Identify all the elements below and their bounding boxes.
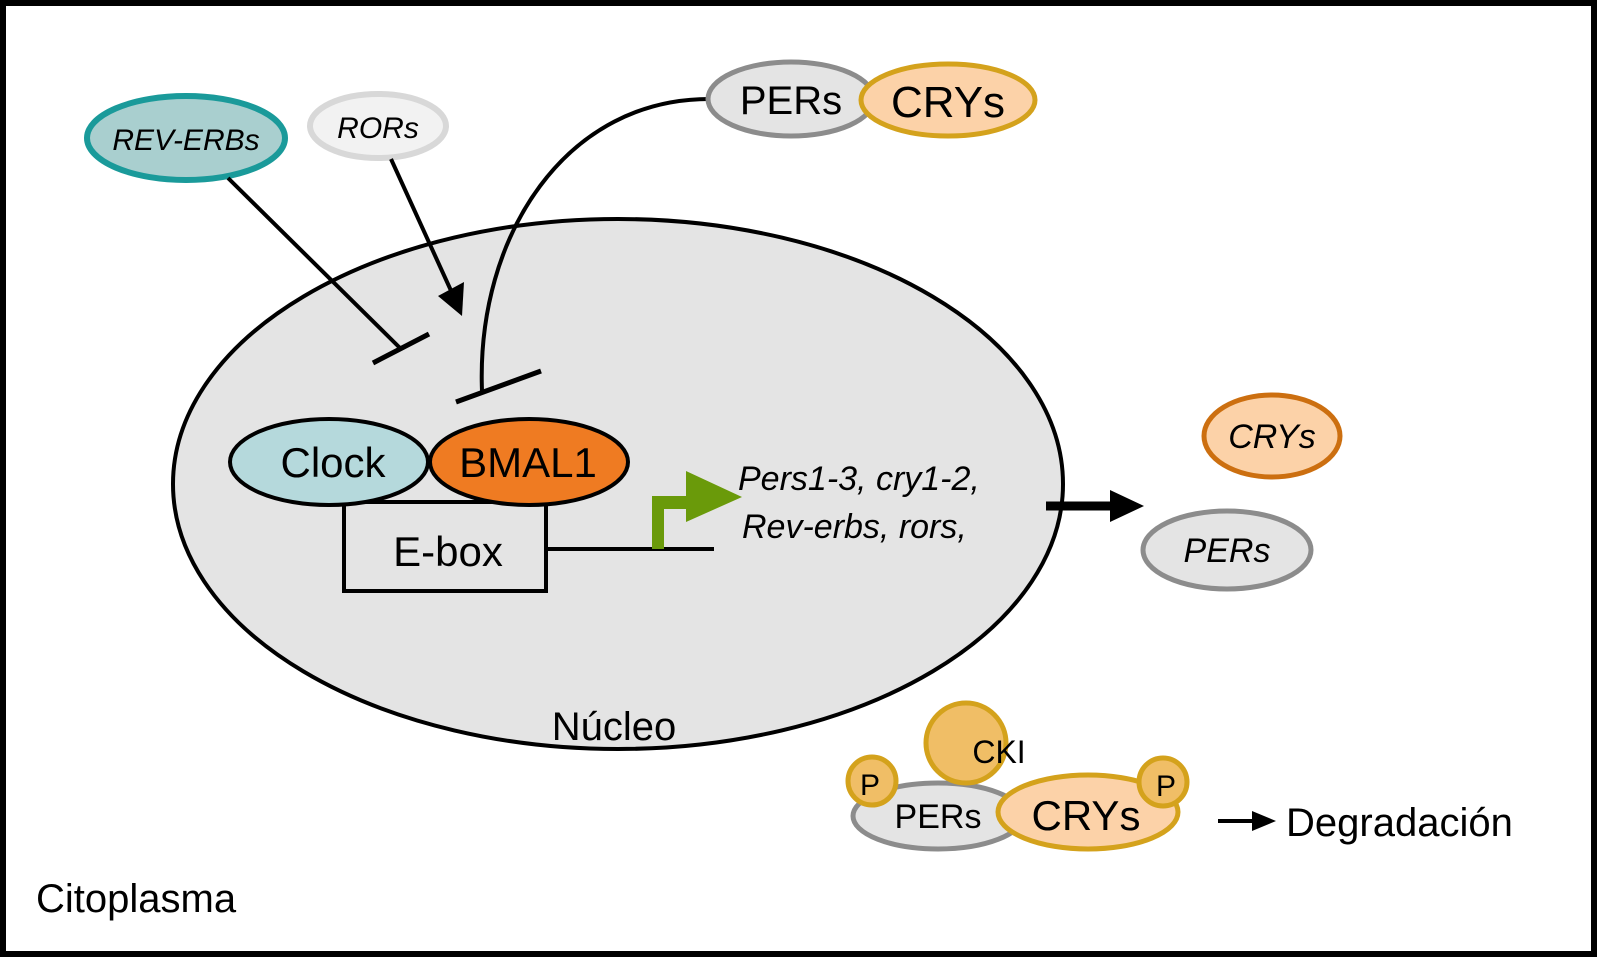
rors-label: RORs bbox=[337, 112, 419, 145]
pers-crys-inhibition-line bbox=[479, 96, 715, 392]
cki-node bbox=[923, 700, 1009, 786]
phospho-right-label: P bbox=[1156, 770, 1176, 803]
bmal1-node bbox=[428, 417, 630, 507]
target-genes-line2: Rev-erbs, rors, bbox=[742, 508, 967, 546]
pers-label-degradation: PERs bbox=[895, 798, 982, 836]
ebox-label: E-box bbox=[393, 528, 503, 575]
phospho-right-node bbox=[1136, 755, 1190, 809]
rors-activation-arrow bbox=[389, 158, 460, 307]
rev-erbs-inhibition-line bbox=[226, 176, 402, 350]
cki-label: CKI bbox=[972, 734, 1025, 770]
phospho-left-label: P bbox=[860, 769, 880, 802]
crys-label-free: CRYs bbox=[1228, 418, 1316, 456]
rors-node bbox=[307, 91, 449, 161]
circadian-clock-diagram: REV-ERBs RORs PERs CRYs E-box Clock BMAL… bbox=[36, 59, 1513, 921]
ebox-box bbox=[342, 500, 548, 593]
pers-crys-inhibition-bar bbox=[455, 368, 542, 405]
crys-label-top: CRYs bbox=[891, 78, 1005, 127]
bmal1-label: BMAL1 bbox=[459, 439, 597, 486]
export-arrowhead bbox=[1110, 490, 1144, 522]
crys-node-degradation bbox=[995, 772, 1181, 852]
pers-node-free bbox=[1140, 508, 1314, 592]
target-genes-line1: Pers1-3, cry1-2, bbox=[738, 460, 980, 498]
pers-label-free: PERs bbox=[1184, 532, 1271, 570]
cytoplasm-label: Citoplasma bbox=[36, 877, 237, 921]
nucleus-label: Núcleo bbox=[552, 705, 677, 749]
clock-label: Clock bbox=[280, 439, 386, 486]
degradation-arrowhead bbox=[1252, 811, 1276, 831]
crys-node-free bbox=[1201, 392, 1343, 480]
crys-label-degradation: CRYs bbox=[1032, 792, 1141, 839]
rev-erbs-inhibition-bar bbox=[371, 331, 431, 366]
transcription-start-arrow bbox=[652, 471, 742, 549]
rors-arrowhead bbox=[438, 282, 464, 316]
phospho-left-node bbox=[845, 754, 899, 808]
rev-erbs-label: REV-ERBs bbox=[112, 124, 259, 157]
crys-node-top bbox=[858, 61, 1038, 139]
pers-label-top: PERs bbox=[740, 79, 842, 123]
degradation-label: Degradación bbox=[1286, 801, 1513, 845]
rev-erbs-node bbox=[84, 93, 288, 183]
